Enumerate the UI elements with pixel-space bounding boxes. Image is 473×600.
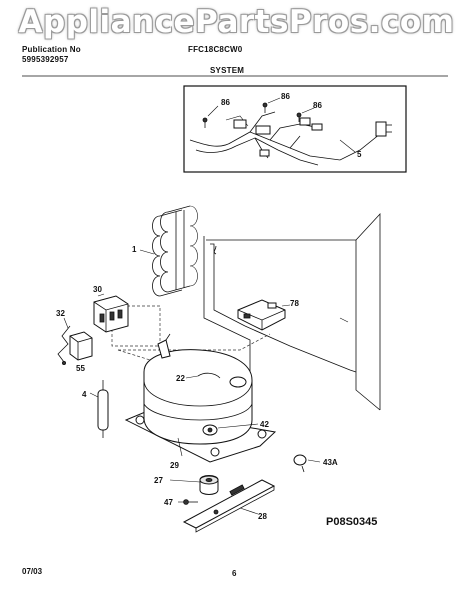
label-29: 29 <box>170 461 179 470</box>
label-32: 32 <box>56 309 65 318</box>
screw-icon <box>202 117 208 123</box>
wiring-harness-inset <box>183 85 407 173</box>
label-27: 27 <box>154 476 163 485</box>
screw-icon <box>183 499 189 505</box>
label-30: 30 <box>93 285 102 294</box>
clamp <box>293 454 321 473</box>
label-4: 4 <box>82 390 87 399</box>
label-1: 1 <box>132 245 137 254</box>
filter-drier <box>89 380 109 438</box>
label-42: 42 <box>260 420 269 429</box>
screw <box>178 499 198 505</box>
compressor <box>124 333 277 463</box>
wire-lead <box>57 317 71 365</box>
label-78: 78 <box>290 299 299 308</box>
label-28: 28 <box>258 512 267 521</box>
screw-icon <box>262 102 268 108</box>
label-5: 5 <box>357 150 362 159</box>
page-number: 6 <box>232 569 237 578</box>
label-22: 22 <box>176 374 185 383</box>
relay-module <box>237 299 291 331</box>
label-47: 47 <box>164 498 173 507</box>
diagram-code: P08S0345 <box>326 516 377 528</box>
footer-date: 07/03 <box>22 567 43 576</box>
grommet <box>169 475 219 495</box>
label-86b: 86 <box>281 92 290 101</box>
model-number: FFC18C8CW0 <box>188 45 243 54</box>
mounting-bracket <box>182 479 276 533</box>
label-86c: 86 <box>313 101 322 110</box>
overload-starter <box>93 293 129 333</box>
label-55: 55 <box>76 364 85 373</box>
label-43a: 43A <box>323 458 338 467</box>
cover <box>69 331 93 361</box>
label-86a: 86 <box>221 98 230 107</box>
publication-label: Publication No <box>22 45 81 54</box>
watermark: AppliancePartsPros.com <box>18 4 455 40</box>
publication-number: 5995392957 <box>22 55 69 64</box>
section-title: SYSTEM <box>210 66 245 75</box>
screw-icon <box>296 112 302 118</box>
condenser-coil <box>139 205 198 297</box>
